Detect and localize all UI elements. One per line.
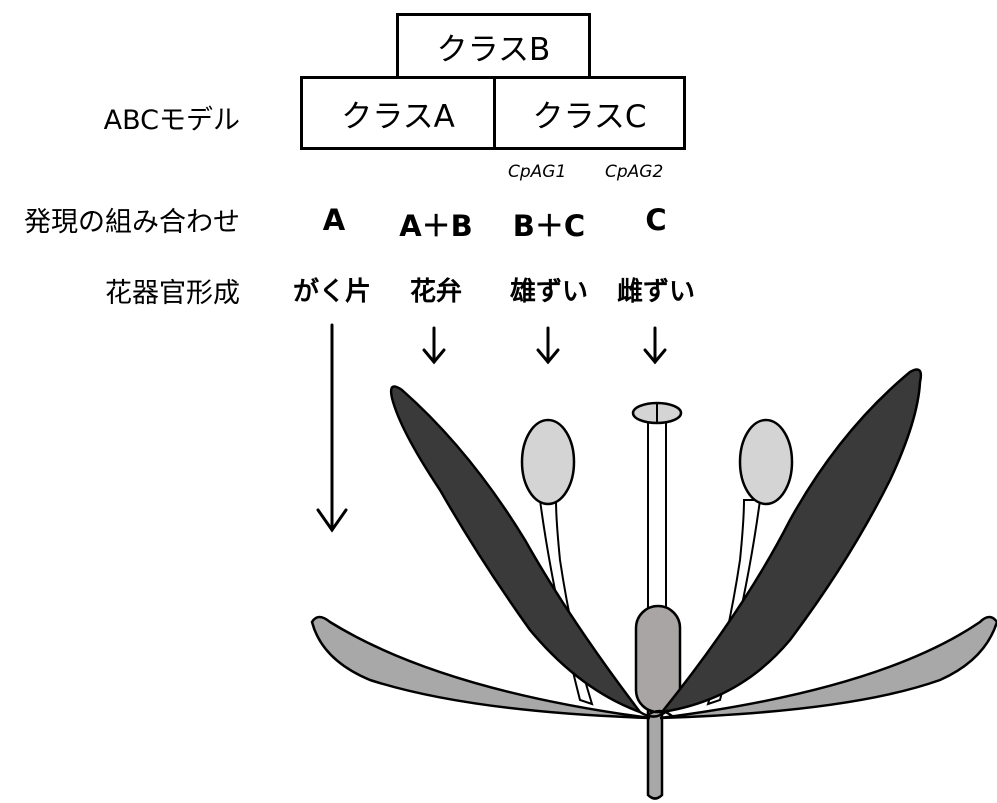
combination-c: C (645, 203, 667, 237)
arrow-to-stamen (536, 326, 560, 365)
anther-right (738, 418, 794, 506)
anther-left (520, 418, 576, 506)
petal-right (659, 368, 923, 714)
petal-left (389, 385, 644, 715)
class-c-label: クラスC (532, 98, 647, 135)
sepal-left (310, 615, 651, 720)
class-c-box: クラスC (493, 76, 686, 150)
organ-stamen: 雄ずい (509, 277, 588, 307)
combination-a: A (322, 203, 346, 237)
sepal-right (659, 615, 997, 720)
abc-model-label: ABCモデル (103, 105, 240, 136)
organ-petal: 花弁 (409, 277, 462, 307)
combination-a-b: A＋B (399, 209, 473, 243)
class-a-box: クラスA (300, 76, 496, 150)
expression-combination-label: 発現の組み合わせ (24, 207, 240, 238)
class-b-label: クラスB (436, 31, 551, 68)
combination-b-c: B＋C (512, 209, 586, 243)
pistil-style (647, 421, 667, 613)
pedicel (646, 703, 664, 800)
class-a-label: クラスA (341, 98, 455, 135)
gene-cpag1: CpAG1 (508, 162, 567, 182)
floral-organ-formation-label: 花器官形成 (105, 278, 240, 309)
arrow-to-petal (422, 326, 446, 365)
organ-sepal: がく片 (292, 277, 371, 307)
gene-cpag2: CpAG2 (605, 162, 664, 182)
organ-pistil: 雌ずい (616, 277, 695, 307)
arrow-to-sepal (316, 323, 348, 533)
arrow-to-pistil (643, 326, 667, 365)
